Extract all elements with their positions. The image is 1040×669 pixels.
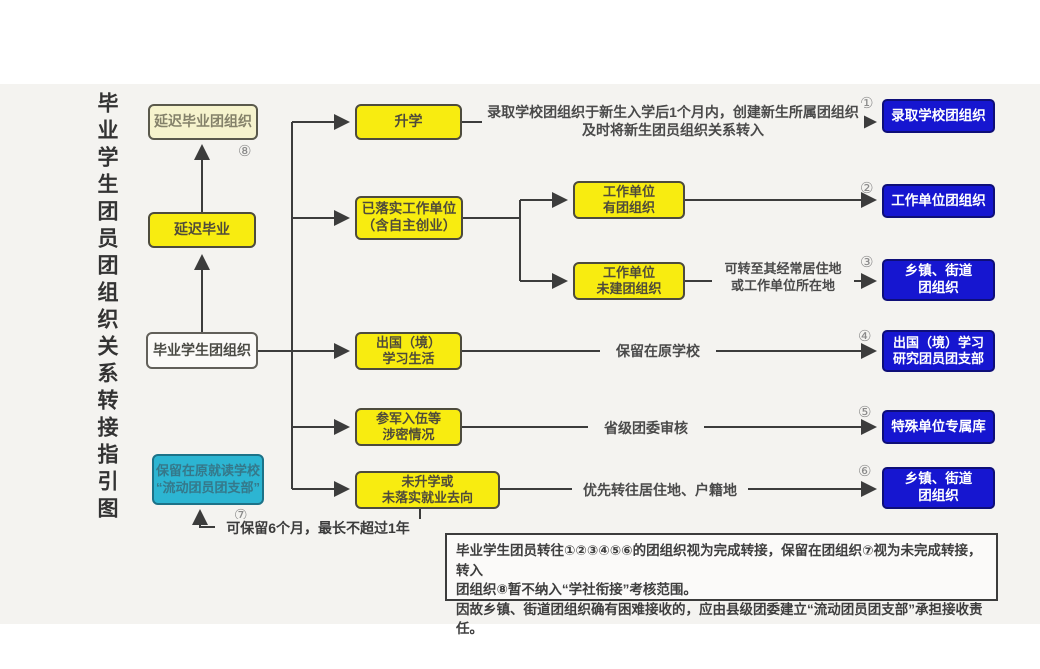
diagram-title: 毕业学生团员团组织关系转接指引图 <box>95 92 120 524</box>
badge-8: ⑧ <box>238 143 252 160</box>
node-delayed-grad-org: 延迟毕业团组织 <box>148 104 258 140</box>
annotation-enroll: 录取学校团组织于新生入学后1个月内，创建新生所属团组织 及时将新生团员组织关系转… <box>482 103 864 140</box>
badge-3: ③ <box>860 254 874 271</box>
node-work-without-league: 工作单位 未建团组织 <box>573 262 685 300</box>
node-dest-work-unit: 工作单位团组织 <box>882 184 995 218</box>
annotation-keep-school: 保留在原学校 <box>600 342 716 361</box>
node-dest-abroad-branch: 出国（境）学习 研究团员团支部 <box>882 330 995 372</box>
node-work-with-league: 工作单位 有团组织 <box>573 181 685 219</box>
note-box: 毕业学生团员转往①②③④⑤⑥的团组织视为完成转接，保留在团组织⑦视为未完成转接，… <box>445 533 998 636</box>
annotation-keep-6-months: 可保留6个月，最长不超过1年 <box>215 519 421 538</box>
node-work-unit: 已落实工作单位 （含自主创业） <box>355 196 463 240</box>
badge-4: ④ <box>858 328 872 345</box>
node-delayed-grad: 延迟毕业 <box>148 212 256 248</box>
node-dest-admission-school: 录取学校团组织 <box>882 99 995 133</box>
node-abroad-study: 出国（境） 学习生活 <box>355 332 462 370</box>
annotation-transfer-residence: 可转至其经常居住地 或工作单位所在地 <box>712 261 854 295</box>
badge-2: ② <box>860 180 874 197</box>
node-retain-school: 保留在原就读学校 “流动团员团支部” <box>152 454 264 505</box>
node-grad-student-org: 毕业学生团组织 <box>146 332 258 369</box>
badge-6: ⑥ <box>858 463 872 480</box>
node-dest-township-street-b: 乡镇、街道 团组织 <box>882 467 995 509</box>
annotation-priority-transfer: 优先转往居住地、户籍地 <box>572 481 748 500</box>
node-further-study: 升学 <box>355 104 462 140</box>
node-dest-special-unit: 特殊单位专属库 <box>882 410 995 444</box>
annotation-provincial-review: 省级团委审核 <box>588 419 704 438</box>
node-military: 参军入伍等 涉密情况 <box>355 408 462 446</box>
node-dest-township-street-a: 乡镇、街道 团组织 <box>882 259 995 301</box>
node-no-school-no-job: 未升学或 未落实就业去向 <box>355 471 500 509</box>
badge-5: ⑤ <box>858 404 872 421</box>
